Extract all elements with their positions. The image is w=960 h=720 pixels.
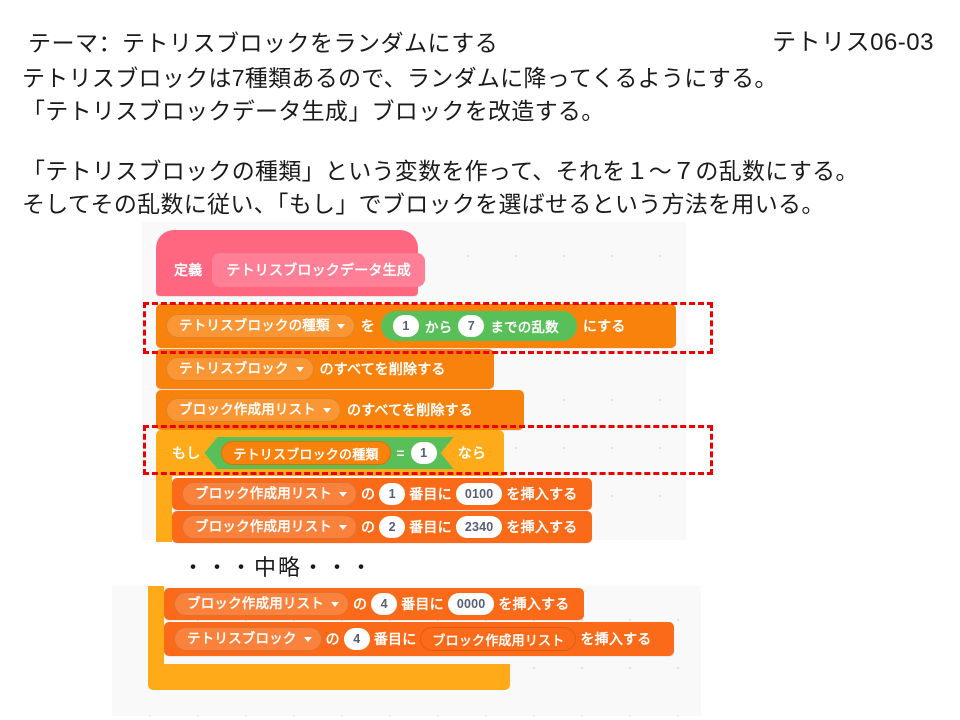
list-dropdown-insert-4[interactable]: テトリスブロック bbox=[174, 627, 322, 651]
list-reporter-block-work-list[interactable]: ブロック作成用リスト bbox=[420, 627, 577, 651]
insert-list-label-2: ブロック作成用リスト bbox=[195, 519, 332, 535]
if-block-spine bbox=[156, 476, 172, 542]
insert-value-input-2[interactable]: 2340 bbox=[455, 516, 503, 538]
if-block-spine-bottom bbox=[148, 586, 164, 664]
insert-into-list-row-4[interactable]: テトリスブロック の 4 番目に ブロック作成用リスト を挿入する bbox=[164, 622, 674, 656]
if-then-block-header[interactable]: もし テトリスブロックの種類 = 1 なら bbox=[156, 430, 504, 476]
pick-random-operator-block[interactable]: 1 から 7 までの乱数 bbox=[380, 311, 577, 341]
omission-label: ・・・中略・・・ bbox=[182, 555, 375, 580]
set-label-wo: を bbox=[360, 318, 375, 334]
if-label-moshi: もし bbox=[172, 445, 201, 461]
scratch-canvas-bottom[interactable]: ブロック作成用リスト の 4 番目に 0000 を挿入する テトリスブロック の… bbox=[112, 586, 701, 716]
list-dropdown-tetris-block[interactable]: テトリスブロック bbox=[166, 357, 314, 381]
body-line-1: テトリスブロックは7種類あるので、ランダムに降ってくるようにする。 bbox=[22, 65, 778, 91]
if-block-footer bbox=[148, 664, 510, 690]
set-variable-to-random-block[interactable]: テトリスブロックの種類 を 1 から 7 までの乱数 にする bbox=[156, 304, 676, 348]
insert-label-insert-3: を挿入する bbox=[498, 596, 570, 612]
insert-label-no-1: の bbox=[361, 486, 376, 502]
insert-index-input-1[interactable]: 1 bbox=[379, 483, 406, 505]
body-line-2: 「テトリスブロックデータ生成」ブロックを改造する。 bbox=[22, 98, 605, 124]
chevron-down-icon bbox=[336, 323, 345, 329]
list-dropdown-insert-2[interactable]: ブロック作成用リスト bbox=[182, 515, 357, 539]
insert-value-input-3[interactable]: 0000 bbox=[447, 593, 495, 615]
page-title: テーマ：テトリスブロックをランダムにする bbox=[28, 30, 499, 56]
list-dropdown-insert-3[interactable]: ブロック作成用リスト bbox=[174, 592, 349, 616]
insert-into-list-row-3[interactable]: ブロック作成用リスト の 4 番目に 0000 を挿入する bbox=[164, 588, 584, 620]
define-keyword-label: 定義 bbox=[174, 262, 203, 278]
random-label-made: までの乱数 bbox=[490, 320, 559, 335]
slide-number: テトリス06-03 bbox=[772, 29, 934, 56]
body-line-spacer bbox=[22, 128, 942, 155]
delete-all-label-2: のすべてを削除する bbox=[347, 402, 473, 418]
delete-all-list-block-2[interactable]: ブロック作成用リスト のすべてを削除する bbox=[156, 390, 524, 430]
insert-index-input-3[interactable]: 4 bbox=[371, 593, 398, 615]
variable-dropdown-label: テトリスブロックの種類 bbox=[179, 318, 330, 334]
scratch-canvas-top[interactable]: 定義 テトリスブロックデータ生成 テトリスブロックの種類 を 1 から 7 まで… bbox=[142, 222, 686, 543]
list-dropdown-label-2: ブロック作成用リスト bbox=[179, 402, 316, 418]
chevron-down-icon bbox=[331, 601, 339, 607]
body-line-4: 「テトリスブロックの種類」という変数を作って、それを１〜７の乱数にする。 bbox=[22, 158, 859, 184]
equals-operator-symbol: = bbox=[396, 445, 405, 461]
insert-label-no-3: の bbox=[353, 596, 368, 612]
body-line-5: そしてその乱数に従い、「もし」でブロックを選ばせるという方法を用いる。 bbox=[22, 191, 825, 217]
insert-index-input-4[interactable]: 4 bbox=[343, 628, 370, 650]
define-hat-block[interactable]: 定義 テトリスブロックデータ生成 bbox=[156, 230, 426, 296]
list-dropdown-label-1: テトリスブロック bbox=[179, 361, 289, 377]
insert-list-label-4: テトリスブロック bbox=[187, 631, 297, 647]
insert-label-insert-4: を挿入する bbox=[580, 631, 652, 647]
insert-label-no-2: の bbox=[361, 519, 376, 535]
chevron-down-icon bbox=[295, 366, 304, 372]
insert-value-input-1[interactable]: 0100 bbox=[455, 483, 503, 505]
random-to-input[interactable]: 7 bbox=[458, 315, 485, 337]
insert-label-insert-1: を挿入する bbox=[506, 486, 578, 502]
chevron-down-icon bbox=[323, 407, 331, 413]
set-label-nisuru: にする bbox=[582, 318, 626, 334]
chevron-down-icon bbox=[339, 524, 347, 530]
insert-list-label-1: ブロック作成用リスト bbox=[195, 486, 332, 502]
insert-label-banme-2: 番目に bbox=[409, 519, 452, 535]
random-from-input[interactable]: 1 bbox=[392, 315, 419, 337]
insert-label-banme-4: 番目に bbox=[373, 631, 417, 647]
random-label-kara: から bbox=[424, 320, 453, 335]
define-hat-inner: 定義 テトリスブロックデータ生成 bbox=[174, 250, 426, 290]
equals-operator-block[interactable]: テトリスブロックの種類 = 1 bbox=[204, 437, 453, 469]
list-dropdown-work-list[interactable]: ブロック作成用リスト bbox=[166, 398, 341, 422]
equals-right-input[interactable]: 1 bbox=[411, 442, 437, 464]
body-text: テトリスブロックは7種類あるので、ランダムに降ってくるようにする。 「テトリスブ… bbox=[22, 62, 942, 221]
list-dropdown-insert-1[interactable]: ブロック作成用リスト bbox=[182, 482, 357, 506]
if-label-nara: なら bbox=[457, 445, 487, 461]
insert-label-insert-2: を挿入する bbox=[506, 519, 578, 535]
insert-into-list-row-1[interactable]: ブロック作成用リスト の 1 番目に 0100 を挿入する bbox=[172, 478, 592, 510]
insert-label-no-4: の bbox=[325, 631, 340, 647]
chevron-down-icon bbox=[303, 636, 312, 642]
variable-reporter-block-type[interactable]: テトリスブロックの種類 bbox=[221, 441, 390, 465]
insert-label-banme-3: 番目に bbox=[401, 596, 444, 612]
delete-all-label-1: のすべてを削除する bbox=[319, 361, 446, 377]
insert-into-list-row-2[interactable]: ブロック作成用リスト の 2 番目に 2340 を挿入する bbox=[172, 511, 592, 543]
chevron-down-icon bbox=[339, 491, 347, 497]
variable-dropdown-block-type[interactable]: テトリスブロックの種類 bbox=[166, 314, 355, 338]
define-prototype-pill[interactable]: テトリスブロックデータ生成 bbox=[212, 253, 426, 287]
insert-list-label-3: ブロック作成用リスト bbox=[187, 596, 324, 612]
insert-label-banme-1: 番目に bbox=[409, 486, 452, 502]
insert-index-input-2[interactable]: 2 bbox=[379, 516, 406, 538]
delete-all-list-block-1[interactable]: テトリスブロック のすべてを削除する bbox=[156, 349, 494, 389]
